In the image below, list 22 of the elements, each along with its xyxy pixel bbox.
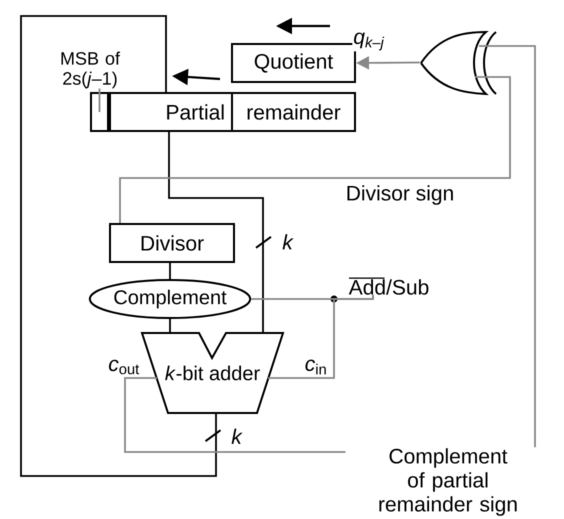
register-box: remainder — [231, 92, 356, 132]
wire — [20, 15, 217, 477]
leader-line — [98, 88, 100, 112]
wire — [268, 294, 374, 379]
edge-label: Complement of partial remainder sign — [346, 447, 550, 517]
edge-label: k — [230, 428, 243, 445]
edge-label: Divisor sign — [344, 184, 456, 206]
register-box: Quotient — [231, 43, 356, 83]
register-box: Divisor — [109, 223, 235, 263]
bit-cell — [90, 92, 109, 132]
wire — [169, 263, 171, 279]
port-label: c$_{in}$ — [305, 360, 326, 374]
edge-label: q$_{k–j}$ — [352, 32, 386, 52]
wire — [119, 76, 511, 223]
register-box: Partial — [109, 92, 233, 132]
port-label: c$_{out}$ — [108, 360, 140, 374]
wire — [168, 132, 264, 333]
wire — [169, 319, 171, 333]
edge-label: k — [281, 233, 294, 250]
signal-label: Add/Sub — [348, 277, 428, 295]
signal-label: MSB of 2s(j–1) — [61, 52, 120, 88]
xor-gate — [420, 31, 497, 95]
